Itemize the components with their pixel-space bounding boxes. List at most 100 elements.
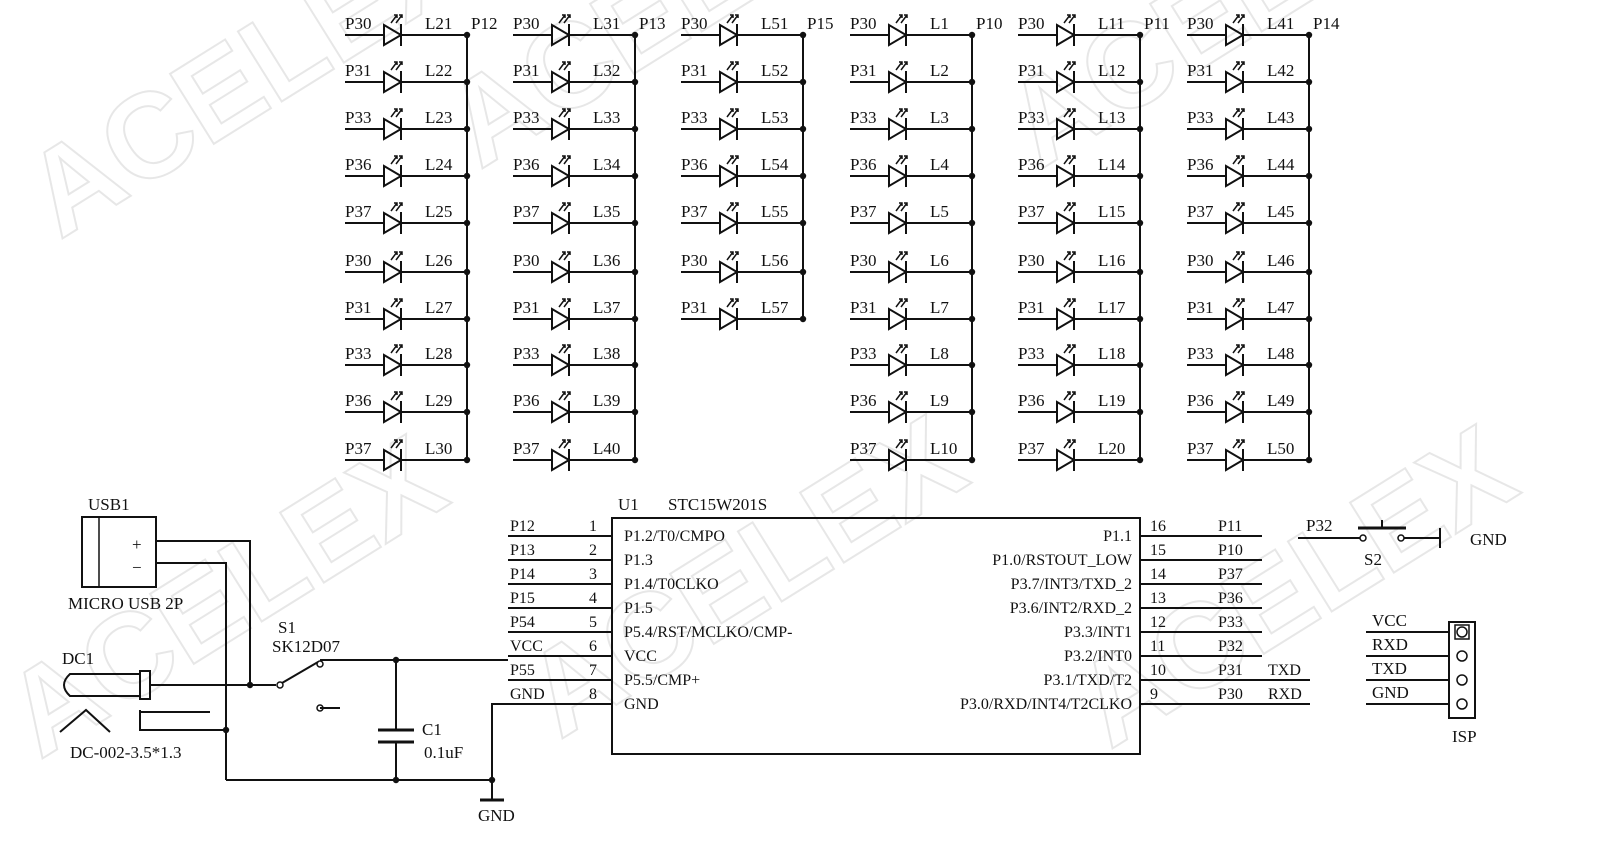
led-ref-label: L22 <box>425 61 452 80</box>
led-diode-icon <box>719 260 739 284</box>
led-diode-icon <box>383 260 403 284</box>
led-diode-icon <box>888 400 908 424</box>
led-diode-icon <box>1225 307 1245 331</box>
led-ref-label: L25 <box>425 202 452 221</box>
led-arrow-head <box>562 391 566 395</box>
led-arrow-head <box>904 61 908 65</box>
junction-dot <box>463 78 471 86</box>
led-anode-pin-label: P37 <box>1187 202 1214 221</box>
isp-pin-hole-icon <box>1456 626 1468 638</box>
mcu-pin-name: VCC <box>624 648 657 665</box>
led-arrow-head <box>904 108 908 112</box>
led-light-arrow-icon <box>1237 391 1245 401</box>
led-light-arrow-icon <box>731 155 739 165</box>
junction-dot <box>968 78 976 86</box>
led-light-arrow-icon <box>1237 202 1245 212</box>
led-arrow-head <box>562 61 566 65</box>
led-arrow-head <box>1067 202 1071 206</box>
led-ref-label: L45 <box>1267 202 1294 221</box>
led-arrow-head <box>394 155 398 159</box>
led-arrow-head <box>394 298 398 302</box>
led-anode-pin-label: P36 <box>345 391 371 410</box>
led-diode-icon <box>551 70 571 94</box>
led-anode-pin-label: P30 <box>681 14 707 33</box>
mcu-pin-number: 2 <box>589 542 597 559</box>
led-light-arrow-icon <box>1068 251 1076 261</box>
led-ref-label: L5 <box>930 202 949 221</box>
led-ref-label: L3 <box>930 108 949 127</box>
led-light-arrow-icon <box>563 14 571 24</box>
led-ref-label: L11 <box>1098 14 1125 33</box>
led-ref-label: L7 <box>930 298 949 317</box>
led-anode-pin-label: P30 <box>513 14 539 33</box>
led-ref-label: L44 <box>1267 155 1295 174</box>
mcu-pin-name: P1.1 <box>1103 528 1132 545</box>
led-ref-label: L33 <box>593 108 620 127</box>
junction-dot <box>463 361 471 369</box>
led-diode-icon <box>719 164 739 188</box>
led-ref-label: L31 <box>593 14 620 33</box>
led-light-arrow-icon <box>1232 439 1240 449</box>
led-arrow-head <box>1241 251 1245 255</box>
led-arrow-head <box>899 14 903 18</box>
led-ref-label: L13 <box>1098 108 1125 127</box>
junction-dot <box>968 456 976 464</box>
led-arrow-head <box>394 251 398 255</box>
junction-dot <box>631 78 639 86</box>
isp-pin-hole-icon <box>1456 674 1468 686</box>
led-light-arrow-icon <box>726 14 734 24</box>
led-diode-icon <box>1056 211 1076 235</box>
junction-dot <box>1136 408 1144 416</box>
junction-dot <box>463 408 471 416</box>
isp-pin: GND <box>1366 683 1468 710</box>
led-light-arrow-icon <box>395 61 403 71</box>
mcu-pin-number: 3 <box>589 566 597 583</box>
led-diode-icon <box>1225 260 1245 284</box>
led-arrow-head <box>562 439 566 443</box>
led-diode-icon <box>383 353 403 377</box>
led-anode-pin-label: P31 <box>1018 298 1044 317</box>
led-anode-pin-label: P31 <box>850 61 876 80</box>
mcu-pin-net-label: P15 <box>510 590 535 607</box>
led-light-arrow-icon <box>1068 439 1076 449</box>
mcu-pin-number: 8 <box>589 686 597 703</box>
led-bus-label: P14 <box>1313 14 1340 33</box>
led-light-arrow-icon <box>1063 61 1071 71</box>
led-anode-pin-label: P36 <box>1018 155 1044 174</box>
led-light-arrow-icon <box>558 251 566 261</box>
led-ref-label: L56 <box>761 251 788 270</box>
led-arrow-head <box>394 61 398 65</box>
junction-dot <box>631 125 639 133</box>
led-arrow-head <box>1072 298 1076 302</box>
led-arrow-head <box>730 61 734 65</box>
led-light-arrow-icon <box>900 202 908 212</box>
led-arrow-head <box>1236 298 1240 302</box>
led-light-arrow-icon <box>1237 298 1245 308</box>
usb-vcc-wire <box>156 540 251 683</box>
led-diode-icon <box>1056 117 1076 141</box>
mcu-pin-net-label: P10 <box>1218 542 1243 559</box>
led-light-arrow-icon <box>395 202 403 212</box>
mcu-gnd-wire <box>491 703 508 800</box>
led-diode-icon <box>551 307 571 331</box>
led-light-arrow-icon <box>1068 298 1076 308</box>
led-ref-label: L4 <box>930 155 949 174</box>
led-arrow-head <box>899 202 903 206</box>
led-anode-pin-label: P31 <box>850 298 876 317</box>
mcu-pin-number: 11 <box>1150 638 1165 655</box>
